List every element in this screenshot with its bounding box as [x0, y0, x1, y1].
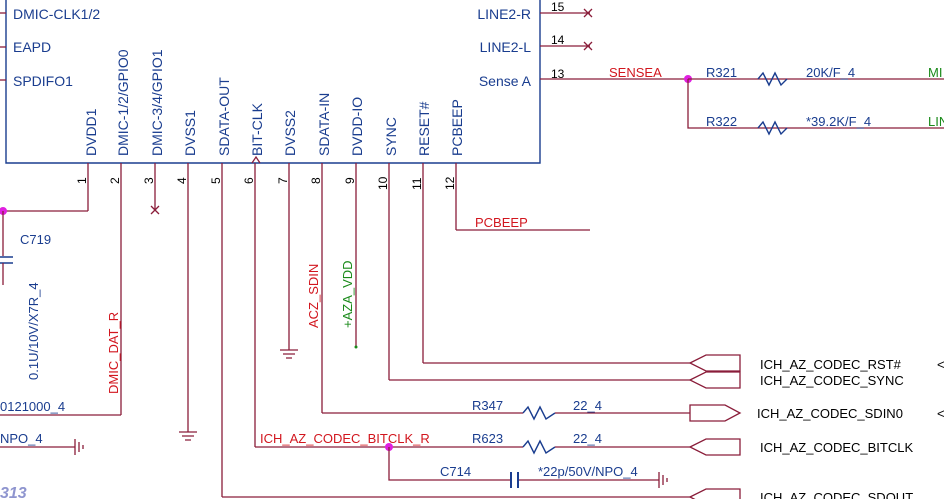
ground-c714: [658, 472, 668, 488]
pin-label-bit-clk: BIT-CLK: [249, 102, 265, 156]
ground-left: [74, 439, 84, 455]
ground-pin4: [179, 431, 197, 441]
capacitor-c719-symbol: [0, 256, 13, 264]
aza-vdd-stub: [354, 345, 358, 349]
ref-r322: R322: [706, 114, 737, 129]
port-bitclk-shape: [688, 438, 741, 456]
port-label-bitclk: ICH_AZ_CODEC_BITCLK: [760, 440, 913, 455]
port-label-sdout: ICH_AZ_CODEC_SDOUT: [760, 490, 913, 499]
rst-sync-ports: ICH_AZ_CODEC_RST# ICH_AZ_CODEC_SYNC <: [389, 354, 944, 389]
pin-label-line2-l: LINE2-L: [480, 39, 532, 55]
dmic-dat-net: DMIC_DAT_R 0121000_4: [0, 312, 121, 416]
bitclk-clock-mark: [251, 155, 261, 164]
capacitor-c714-symbol: [510, 472, 519, 488]
sheet-number-partial: 313: [0, 485, 27, 499]
pin-num-8: 8: [309, 177, 323, 184]
pin-num-6: 6: [242, 177, 256, 184]
ref-r321: R321: [706, 65, 737, 80]
ground-pin7: [280, 349, 298, 359]
net-label-ich-bitclk-r: ICH_AZ_CODEC_BITCLK_R: [260, 431, 430, 446]
port-label-rst: ICH_AZ_CODEC_RST#: [760, 357, 902, 372]
pin-label-dvss1: DVSS1: [182, 110, 198, 156]
net-label-pcbeep: PCBEEP: [475, 215, 528, 230]
net-label-dmic-dat-r: DMIC_DAT_R: [106, 312, 121, 394]
sdout-network: ICH_AZ_CODEC_SDOUT: [222, 488, 913, 499]
net-label-acz-sdin: ACZ_SDIN: [306, 264, 321, 328]
label-left-partial-1: 0121000_4: [0, 399, 65, 414]
pin-label-sense-a: Sense A: [479, 73, 532, 89]
sense-a-network: SENSEA R321 20K/F_4 R322 *39.2K/F_4 MI L…: [609, 65, 944, 136]
label-left-partial-2: NPO_4: [0, 431, 43, 446]
ground-symbols: [74, 349, 668, 488]
pin-label-dmic-clk: DMIC-CLK1/2: [13, 6, 100, 22]
no-connect-3: [150, 205, 160, 215]
bitclk-network: ICH_AZ_CODEC_BITCLK_R R623 22_4 C714 *22…: [255, 431, 913, 488]
pin-label-eapd: EAPD: [13, 39, 51, 55]
pin-num-12: 12: [443, 176, 457, 190]
pin-label-dvss2: DVSS2: [282, 110, 298, 156]
pin-num-14: 14: [551, 33, 565, 47]
pin-num-1: 1: [75, 177, 89, 184]
ref-r623: R623: [472, 431, 503, 446]
pin-label-dmic-gpio1: DMIC-3/4/GPIO1: [149, 49, 165, 156]
codec-ic: DMIC-CLK1/2 EAPD SPDIFO1 LINE2-R LINE2-L…: [0, 0, 688, 497]
codec-outline: [5, 0, 541, 164]
offpage-arrow-sdin0: <: [937, 406, 944, 421]
resistor-r321-symbol: [757, 71, 788, 87]
val-r347: 22_4: [573, 398, 602, 413]
pin-num-15: 15: [551, 0, 565, 14]
net-label-line-partial: LIN: [928, 114, 944, 129]
pin-label-sdata-out: SDATA-OUT: [216, 77, 232, 156]
ref-r347: R347: [472, 398, 503, 413]
net-label-aza-vdd: +AZA_VDD: [340, 260, 355, 328]
pin-label-pcbeep: PCBEEP: [449, 99, 465, 156]
pin-label-dmic-gpio0: DMIC-1/2/GPIO0: [115, 49, 131, 156]
dvdd1-decoupling: C719 0.1U/10V/X7R_4: [0, 207, 88, 380]
pin-num-13: 13: [551, 67, 565, 81]
pin-num-11: 11: [410, 177, 424, 190]
no-connect-15: [583, 8, 593, 18]
pin-num-3: 3: [142, 177, 156, 184]
pin-label-dvdd1: DVDD1: [83, 108, 99, 156]
port-label-sdin0: ICH_AZ_CODEC_SDIN0: [757, 406, 903, 421]
val-c714: *22p/50V/NPO_4: [538, 464, 638, 479]
port-sdout-shape: [688, 488, 741, 499]
pin-label-dvdd-io: DVDD-IO: [349, 97, 365, 156]
port-sync-shape: [688, 371, 741, 389]
ref-c714: C714: [440, 464, 471, 479]
port-sdin0-shape: [689, 404, 742, 422]
pin-num-2: 2: [108, 177, 122, 184]
pin-label-sync: SYNC: [383, 117, 399, 156]
port-rst-shape: [688, 354, 741, 372]
port-label-sync: ICH_AZ_CODEC_SYNC: [760, 373, 904, 388]
resistor-r322-symbol: [757, 120, 788, 136]
net-label-mic-partial: MI: [928, 65, 942, 80]
val-r623: 22_4: [573, 431, 602, 446]
pin-num-10: 10: [376, 176, 390, 190]
val-r321: 20K/F_4: [806, 65, 855, 80]
pin-label-spdifo1: SPDIFO1: [13, 73, 73, 89]
pin-num-5: 5: [209, 177, 223, 184]
val-r322: *39.2K/F_4: [806, 114, 871, 129]
val-c719: 0.1U/10V/X7R_4: [26, 282, 41, 380]
resistor-r347-symbol: [522, 405, 556, 421]
pin-num-9: 9: [343, 177, 357, 184]
net-label-sensea: SENSEA: [609, 65, 662, 80]
wire-r322: [687, 79, 944, 129]
pin-label-reset: RESET#: [416, 101, 432, 156]
pin-num-4: 4: [175, 177, 189, 184]
offpage-arrow-rst: <: [937, 357, 944, 372]
bottom-pin-stubs: [87, 163, 457, 497]
wire-c714: [388, 447, 659, 481]
sdin0-network: R347 22_4 ICH_AZ_CODEC_SDIN0 <: [322, 398, 944, 422]
resistor-r623-symbol: [522, 439, 556, 455]
pin-num-7: 7: [276, 177, 290, 184]
ref-c719: C719: [20, 232, 51, 247]
pin-label-line2-r: LINE2-R: [477, 6, 531, 22]
pin-label-sdata-in: SDATA-IN: [316, 93, 332, 156]
no-connect-14: [583, 41, 593, 51]
